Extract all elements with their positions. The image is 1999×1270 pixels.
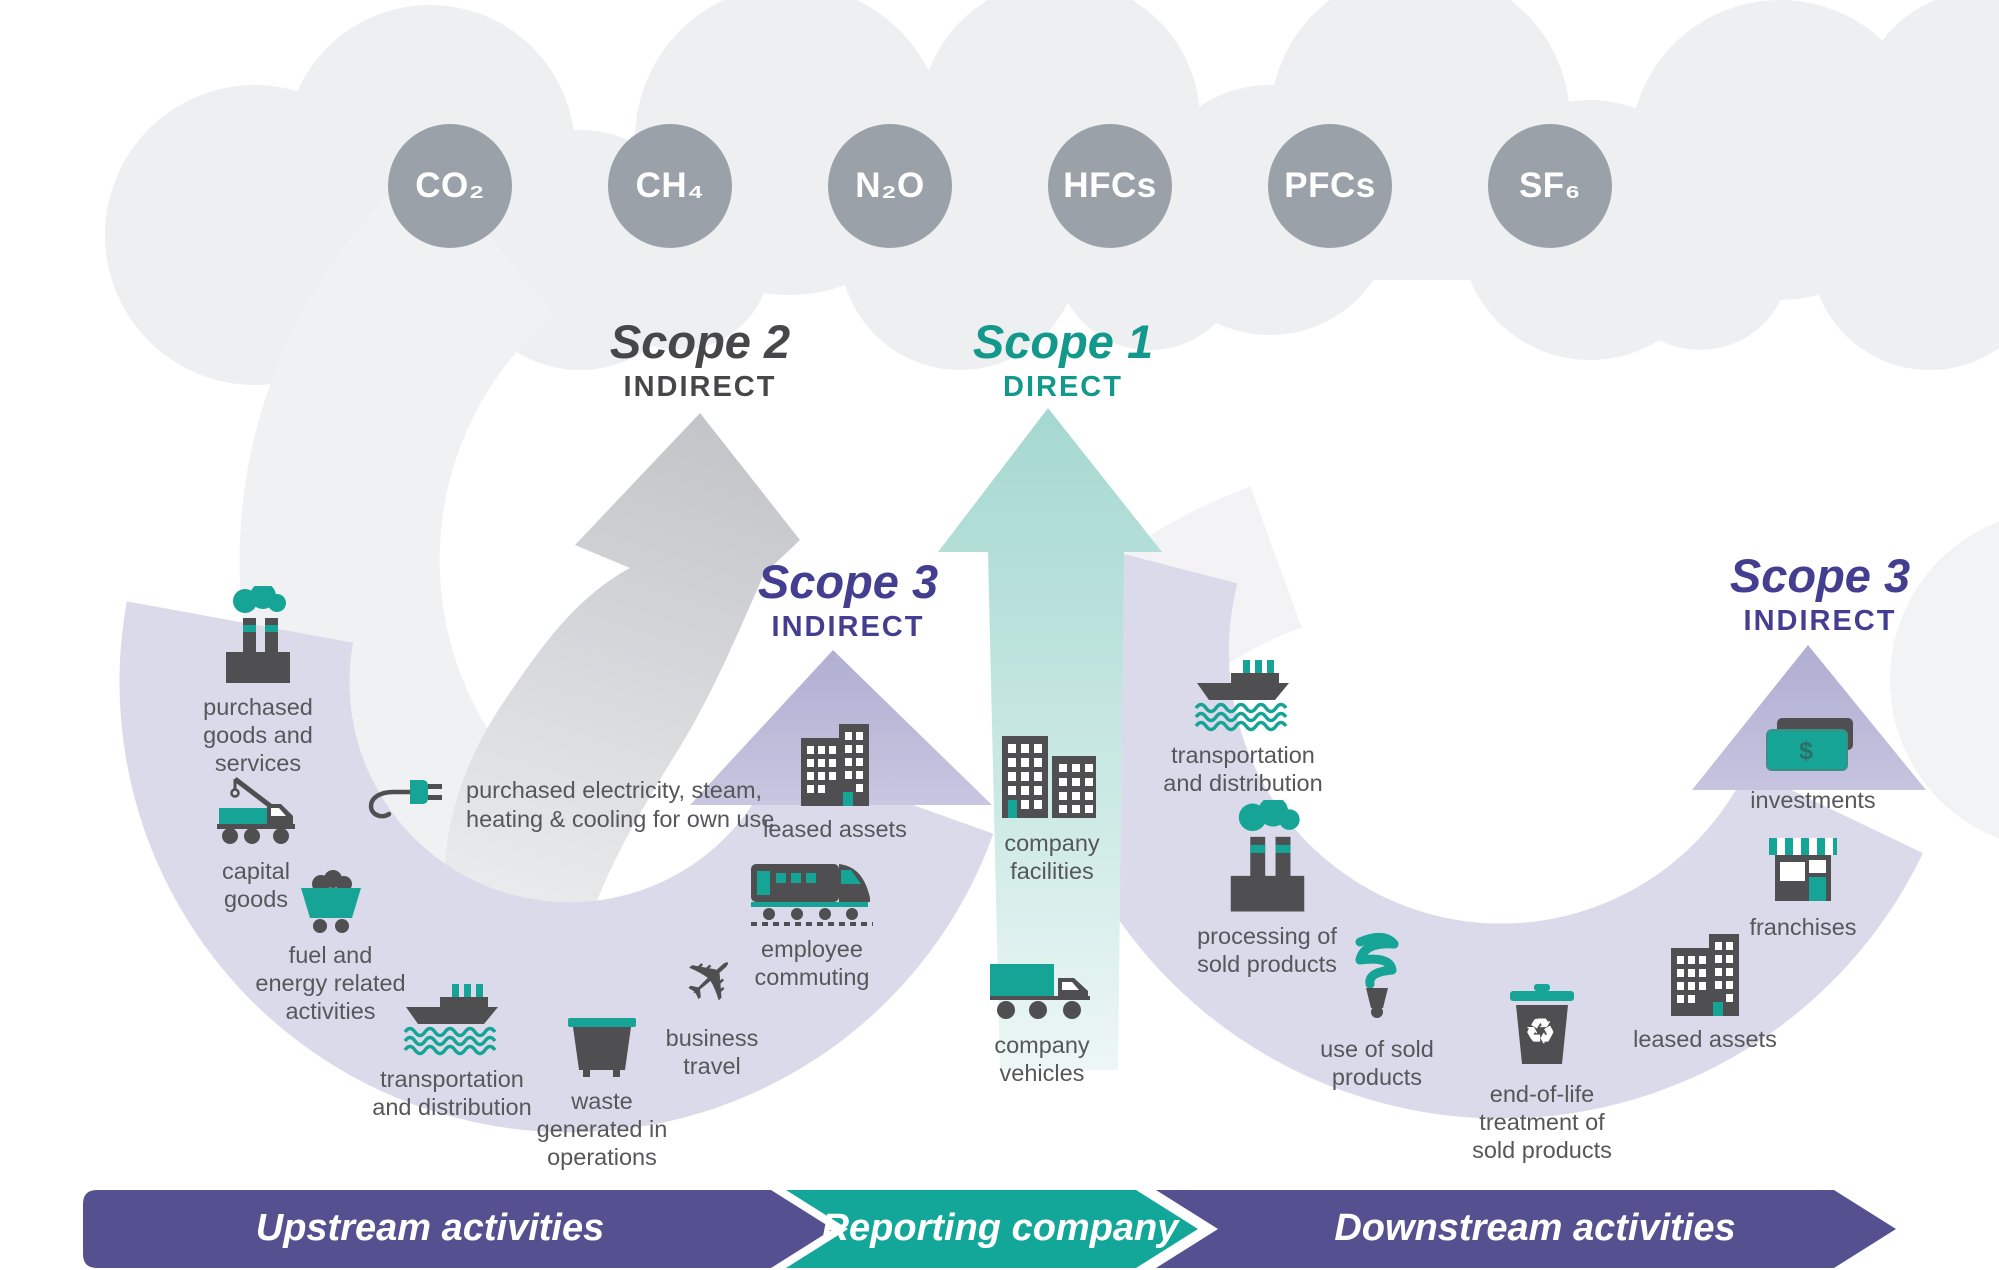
gas-label: SF₆ [1518,166,1582,205]
crane-truck-icon [217,777,295,844]
gas-badge-co2: CO₂ [388,124,512,248]
scope3-upstream-heading: Scope 3 INDIRECT [688,558,1008,644]
recycle-symbol: ♻ [1525,1013,1556,1051]
dollar-sign: $ [1799,737,1813,765]
ribbon-upstream [83,1190,833,1268]
gas-badge-sf6: SF₆ [1488,124,1612,248]
activity-use-of-sold-products: use of sold products [1302,932,1452,1091]
activity-label: transportation and distribution [372,1066,532,1121]
activity-label: company facilities [1004,830,1100,885]
recycle-bin-shape [1510,984,1574,1064]
activity-employee-commuting: employee commuting [737,858,887,991]
scope1-heading: Scope 1 DIRECT [903,318,1223,404]
activity-label: leased assets [763,816,907,842]
storefront-icon [1769,838,1837,901]
gas-label: PFCs [1284,166,1376,205]
activity-company-facilities: company facilities [972,732,1132,885]
activity-label: waste generated in operations [536,1088,668,1171]
recycle-bin-icon: ♻ [1508,982,1576,1073]
activity-label: business travel [665,1025,759,1080]
cfl-bulb-icon [1355,933,1399,1018]
activity-transportation-downstream: transportation and distribution [1143,658,1343,797]
scope1-title: Scope 1 [972,315,1154,368]
activity-waste: waste generated in operations [522,1010,682,1172]
money-bills-shape [1766,718,1853,771]
activity-transportation-upstream: transportation and distribution [352,982,552,1121]
activity-label: employee commuting [754,936,870,991]
ribbon-label-upstream: Upstream activities [255,1207,605,1249]
activity-leased-assets-downstream: leased assets [1625,926,1785,1053]
activity-label: company vehicles [994,1032,1090,1087]
activity-label: fuel and energy related activities [255,942,406,1025]
dumpster-icon [568,1018,636,1077]
office-buildings-icon [1002,736,1096,818]
activity-investments: $ investments [1738,716,1888,814]
activity-label: investments [1750,787,1876,813]
activity-processing-sold-products: processing of sold products [1182,800,1352,978]
plug-icon [368,780,442,819]
activity-label: transportation and distribution [1163,742,1323,797]
building-icon [801,724,869,806]
train-icon [751,864,873,926]
gas-badge-pfcs: PFCs [1268,124,1392,248]
scope3-upstream-title: Scope 3 [757,555,939,608]
activity-business-travel: ✈ business travel [637,934,787,1080]
purchased-electricity-note: purchased electricity, steam, heating & … [466,777,775,833]
scope1-kind: DIRECT [1003,371,1123,403]
activity-label: franchises [1749,914,1857,940]
ribbon-label-downstream: Downstream activities [1334,1207,1736,1249]
activity-label: purchased goods and services [203,694,313,777]
factory-smoke-icon [226,586,290,683]
scope3-downstream-title: Scope 3 [1729,549,1911,602]
gas-badge-hfcs: HFCs [1048,124,1172,248]
gas-label: HFCs [1063,166,1157,205]
purchased-electricity-item [364,770,464,824]
factory-smoke-icon [1230,800,1304,912]
gas-label: CO₂ [415,166,485,205]
gas-badge-n2o: N₂O [828,124,952,248]
scope2-kind: INDIRECT [623,371,777,403]
scope3-downstream-heading: Scope 3 INDIRECT [1660,552,1980,638]
scope2-heading: Scope 2 INDIRECT [540,318,860,404]
building-icon [1671,934,1739,1016]
activity-label: capital goods [222,858,290,913]
scope1-arrow [938,408,1162,1070]
activity-label: leased assets [1633,1026,1777,1052]
activity-end-of-life: ♻ end-of-life treatment of sold products [1452,982,1632,1165]
activity-fuel-energy: fuel and energy related activities [248,868,413,1026]
ship-icon [1194,660,1289,732]
scope3-upstream-kind: INDIRECT [771,611,925,643]
gas-label: N₂O [855,166,925,205]
activity-label: use of sold products [1320,1036,1434,1091]
activity-purchased-goods: purchased goods and services [183,586,333,778]
scope3-downstream-kind: INDIRECT [1743,605,1897,637]
minecart-icon [300,870,361,933]
ribbon-label-reporting: Reporting company [821,1207,1179,1249]
scope2-arrow [444,413,800,960]
activity-capital-goods: capital goods [181,772,331,913]
ribbon-downstream [1156,1190,1896,1268]
activity-franchises: franchises [1728,828,1878,941]
activity-leased-assets-upstream: leased assets [755,716,915,843]
gas-badge-ch4: CH₄ [608,124,732,248]
ship-icon [403,984,498,1056]
truck-icon [990,964,1090,1019]
activity-company-vehicles: company vehicles [962,960,1122,1087]
money-bills-icon: $ [1763,716,1863,779]
scope2-title: Scope 2 [609,315,791,368]
gas-label: CH₄ [635,166,705,205]
activity-label: end-of-life treatment of sold products [1472,1081,1612,1164]
activity-label: processing of sold products [1197,923,1337,978]
ribbon-reporting [786,1190,1198,1268]
faint-edge-circle [1890,521,1999,839]
